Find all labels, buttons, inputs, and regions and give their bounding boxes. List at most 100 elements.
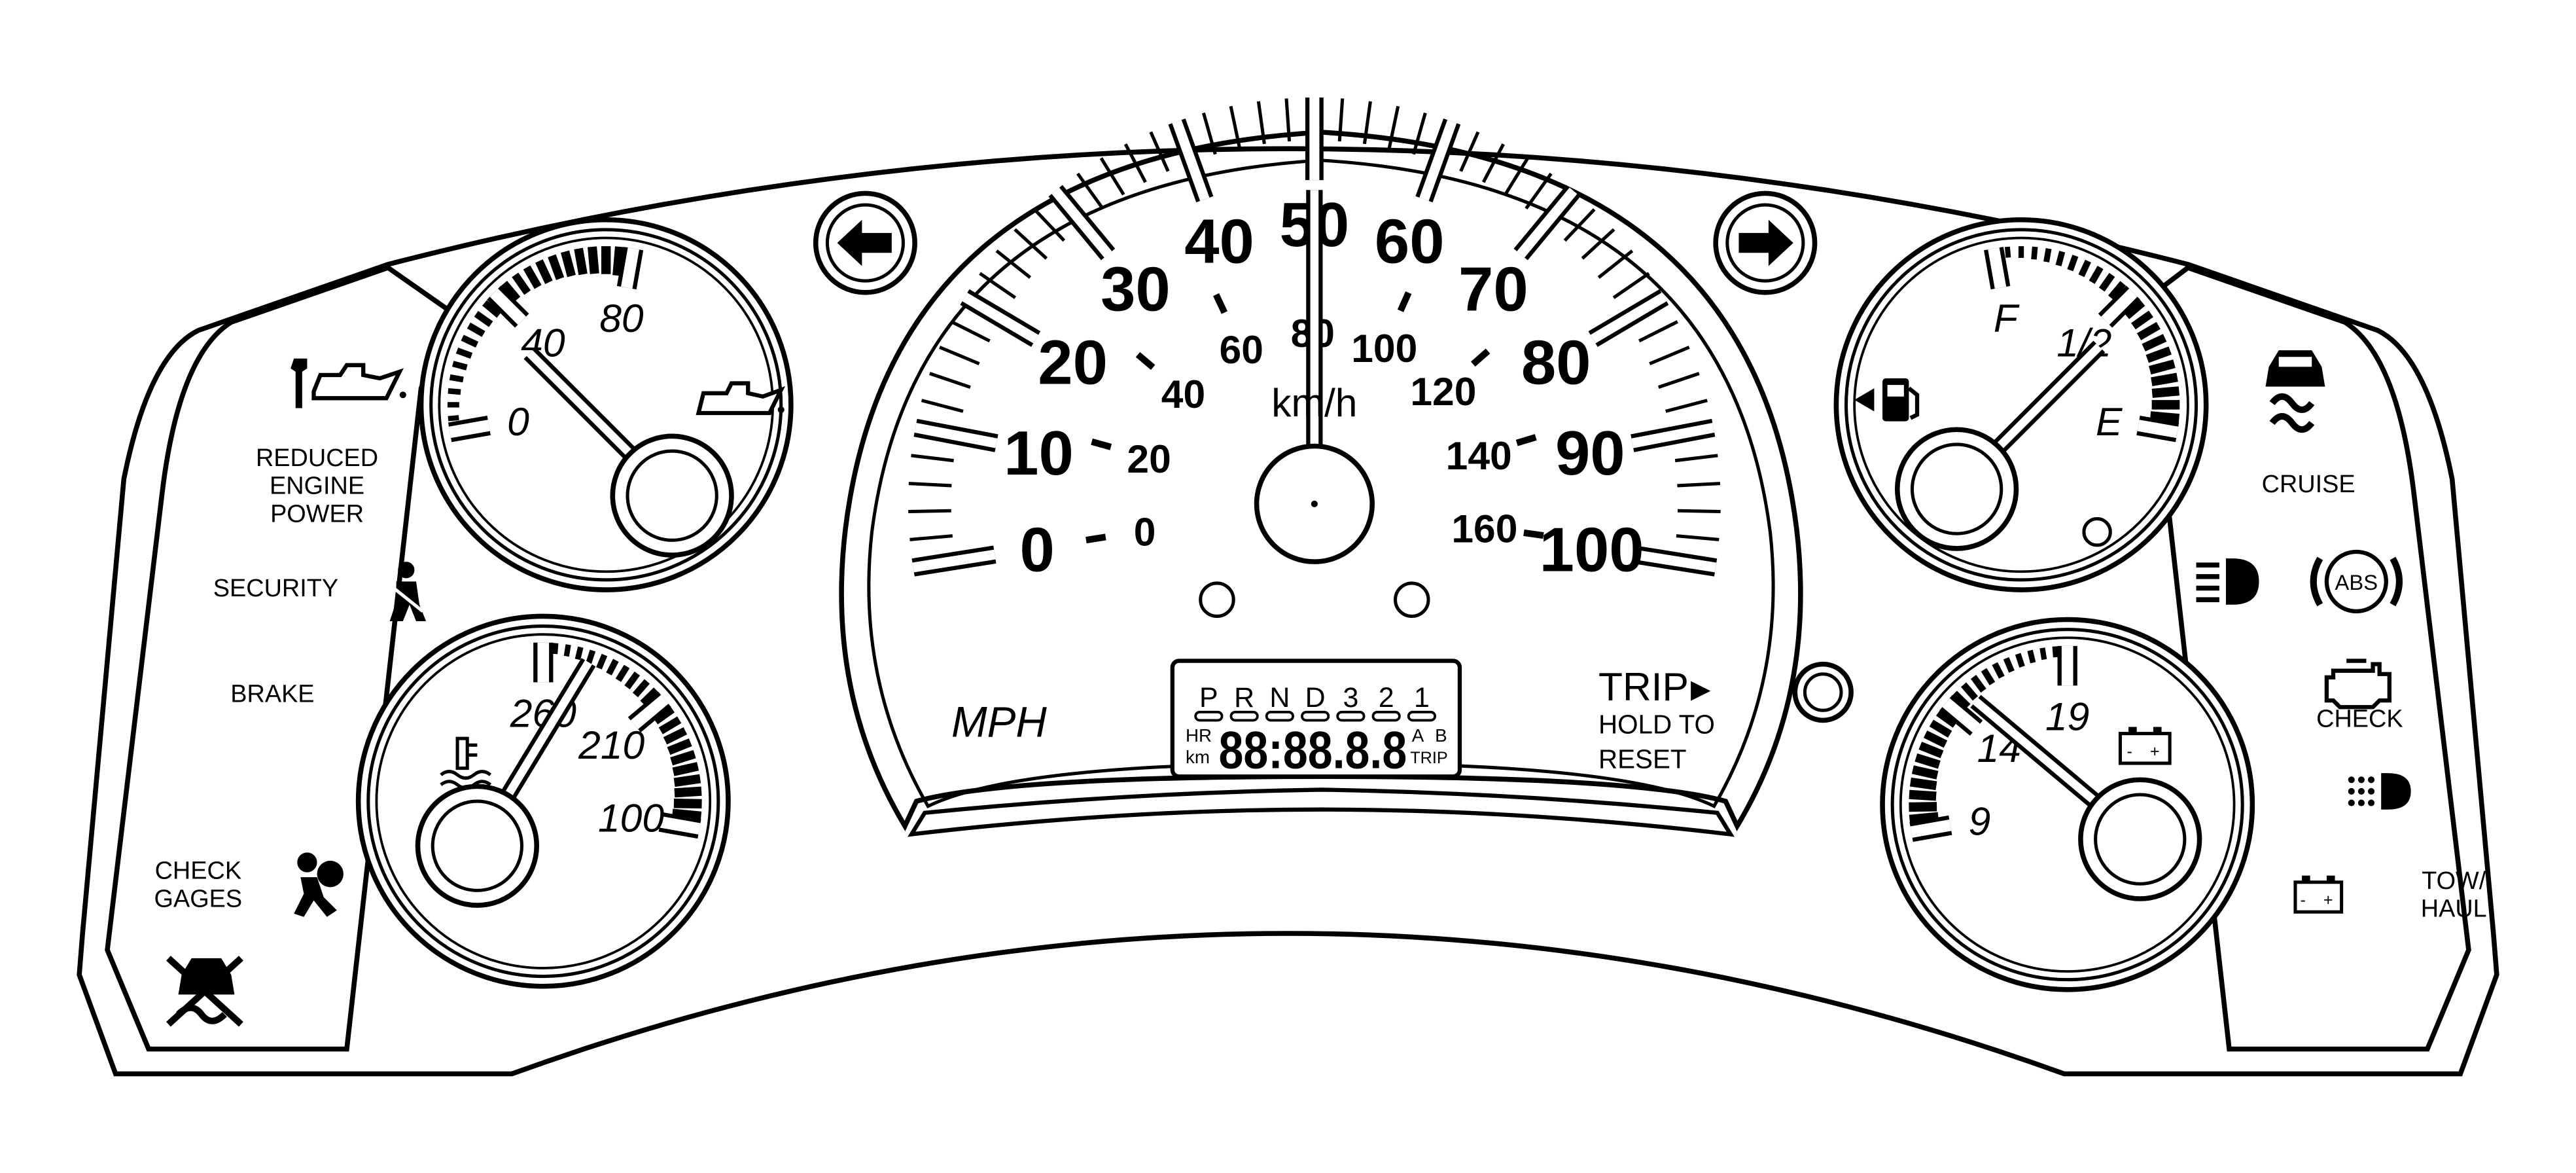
abs-label: ABS bbox=[2335, 570, 2378, 594]
mph-minor-tick bbox=[1362, 101, 1372, 145]
fuel-gauge-tick bbox=[2149, 359, 2176, 375]
voltmeter-gauge-tick bbox=[1923, 730, 1948, 748]
mph-minor-tick bbox=[909, 534, 953, 541]
indicator-lamp-right bbox=[1394, 581, 1430, 618]
display-trip-label: TRIP bbox=[1410, 749, 1447, 767]
mph-minor-tick bbox=[1099, 157, 1125, 196]
skid-car-icon bbox=[2265, 350, 2325, 433]
traction-off-icon bbox=[166, 956, 243, 1027]
display-b-label: B bbox=[1435, 725, 1447, 746]
fuel-gauge-tick bbox=[2078, 259, 2091, 278]
mph-minor-tick bbox=[1411, 112, 1427, 155]
fuel-gauge-tick bbox=[2136, 321, 2161, 340]
voltmeter-gauge-tick bbox=[1909, 789, 1937, 801]
oil-pressure-gauge-tick bbox=[461, 334, 479, 348]
prndl-indicator-pill bbox=[1407, 710, 1437, 722]
mph-minor-tick bbox=[1284, 98, 1292, 142]
trip-reset-button[interactable] bbox=[1792, 661, 1854, 723]
fuel-gauge-tick bbox=[2145, 346, 2172, 363]
coolant-temp-gauge-tick bbox=[632, 679, 650, 698]
fuel-gauge: F1/2E bbox=[1833, 217, 2209, 592]
coolant-temp-gauge-tick bbox=[563, 644, 571, 657]
oil-pressure-gauge-major-tick-fill bbox=[621, 247, 639, 289]
kmh-label: 20 bbox=[1127, 437, 1171, 481]
coolant-temp-gauge-tick bbox=[673, 799, 702, 809]
mph-label: 30 bbox=[1101, 255, 1171, 325]
fuel-gauge-hub-inner bbox=[1910, 442, 2003, 535]
oil-pressure-gauge-tick bbox=[474, 311, 493, 327]
fuel-gauge-tick bbox=[2055, 251, 2066, 266]
mph-major-tick-fill bbox=[962, 293, 1038, 344]
mph-minor-tick bbox=[929, 372, 971, 389]
voltmeter-gauge-major-tick-fill bbox=[1910, 819, 1952, 838]
mph-minor-tick bbox=[1597, 249, 1634, 280]
kmh-tick bbox=[1470, 348, 1491, 367]
mph-minor-tick bbox=[1677, 482, 1721, 488]
svg-text:+: + bbox=[2150, 742, 2160, 761]
mph-minor-tick bbox=[921, 399, 964, 413]
mph-minor-tick bbox=[1387, 105, 1400, 149]
oil-pressure-gauge-major-tick-fill bbox=[489, 288, 526, 325]
kmh-label: 160 bbox=[1451, 506, 1517, 550]
mph-minor-tick bbox=[1201, 112, 1217, 155]
mph-minor-tick bbox=[950, 320, 991, 343]
fuel-gauge-tick bbox=[2124, 300, 2145, 319]
mph-major-tick-fill bbox=[912, 549, 996, 573]
mph-minor-tick bbox=[995, 249, 1032, 280]
coolant-temp-gauge-tick bbox=[671, 808, 702, 821]
oil-pressure-gauge-bezel-inner bbox=[429, 228, 783, 582]
battery-icon: - + bbox=[2118, 727, 2172, 765]
voltmeter-gauge-tick bbox=[1918, 742, 1944, 759]
kmh-label: 120 bbox=[1410, 369, 1476, 414]
charging-battery-icon: - + bbox=[2293, 875, 2344, 914]
mph-label: 90 bbox=[1555, 418, 1625, 488]
mph-minor-tick bbox=[1504, 157, 1530, 196]
trip-hold-text: HOLD TO bbox=[1598, 710, 1715, 740]
oil-pressure-gauge-tick bbox=[448, 388, 461, 395]
fuel-gauge-major-tick-fill bbox=[2101, 288, 2138, 325]
reduced-engine-power-line1: REDUCED bbox=[256, 444, 378, 472]
fuel-gauge-tick bbox=[2151, 386, 2180, 398]
oil-pressure-gauge-tick bbox=[561, 250, 576, 278]
mph-label: 60 bbox=[1375, 206, 1445, 276]
mph-minor-tick bbox=[1337, 98, 1345, 142]
coolant-temp-gauge-tick bbox=[615, 664, 630, 682]
fuel-gauge-tick bbox=[2142, 334, 2167, 352]
mph-minor-tick bbox=[1649, 346, 1690, 366]
voltmeter-gauge-bezel-inner bbox=[1890, 628, 2244, 982]
mph-minor-tick bbox=[1563, 208, 1596, 242]
voltmeter-gauge-tick bbox=[1981, 668, 1996, 685]
mph-label: 40 bbox=[1184, 206, 1254, 276]
fuel-gauge-tick bbox=[2098, 272, 2115, 292]
voltmeter-gauge-tick bbox=[1914, 753, 1941, 769]
kmh-unit: km/h bbox=[1271, 380, 1357, 425]
mph-major-tick-fill bbox=[914, 423, 998, 448]
right-wing-panel bbox=[2124, 264, 2471, 1052]
security-label: SECURITY bbox=[213, 575, 338, 602]
voltmeter-gauge-tick bbox=[1909, 777, 1937, 791]
oil-pressure-gauge-tick bbox=[449, 374, 464, 383]
mph-minor-tick bbox=[939, 346, 980, 366]
prndl-indicator-pill bbox=[1265, 710, 1294, 722]
fuel-pump-icon bbox=[1854, 378, 1920, 422]
fuel-gauge-tick bbox=[2149, 411, 2180, 424]
kmh-tick bbox=[1091, 438, 1112, 450]
oil-pressure-gauge-tick bbox=[467, 322, 485, 337]
voltmeter-gauge-tick bbox=[2039, 647, 2047, 660]
mph-minor-tick bbox=[1657, 372, 1700, 389]
fuel-gauge-label: F bbox=[1994, 296, 2020, 340]
voltmeter-gauge-tick bbox=[1970, 674, 1986, 693]
coolant-temp-gauge-tick bbox=[667, 738, 692, 755]
mph-minor-tick bbox=[1149, 131, 1170, 172]
voltmeter-gauge-tick bbox=[1911, 765, 1939, 780]
coolant-temp-gauge-face bbox=[375, 633, 712, 969]
display-km-label: km bbox=[1186, 747, 1210, 767]
mph-minor-tick bbox=[1123, 143, 1147, 183]
mph-minor-tick bbox=[1033, 208, 1066, 242]
tow-haul-line1: TOW/ bbox=[2422, 867, 2486, 895]
prndl-gear-N: N bbox=[1269, 682, 1290, 713]
oil-can-icon bbox=[696, 381, 786, 416]
coolant-temp-gauge-tick bbox=[640, 687, 659, 706]
voltmeter-gauge-tick bbox=[2015, 653, 2025, 668]
